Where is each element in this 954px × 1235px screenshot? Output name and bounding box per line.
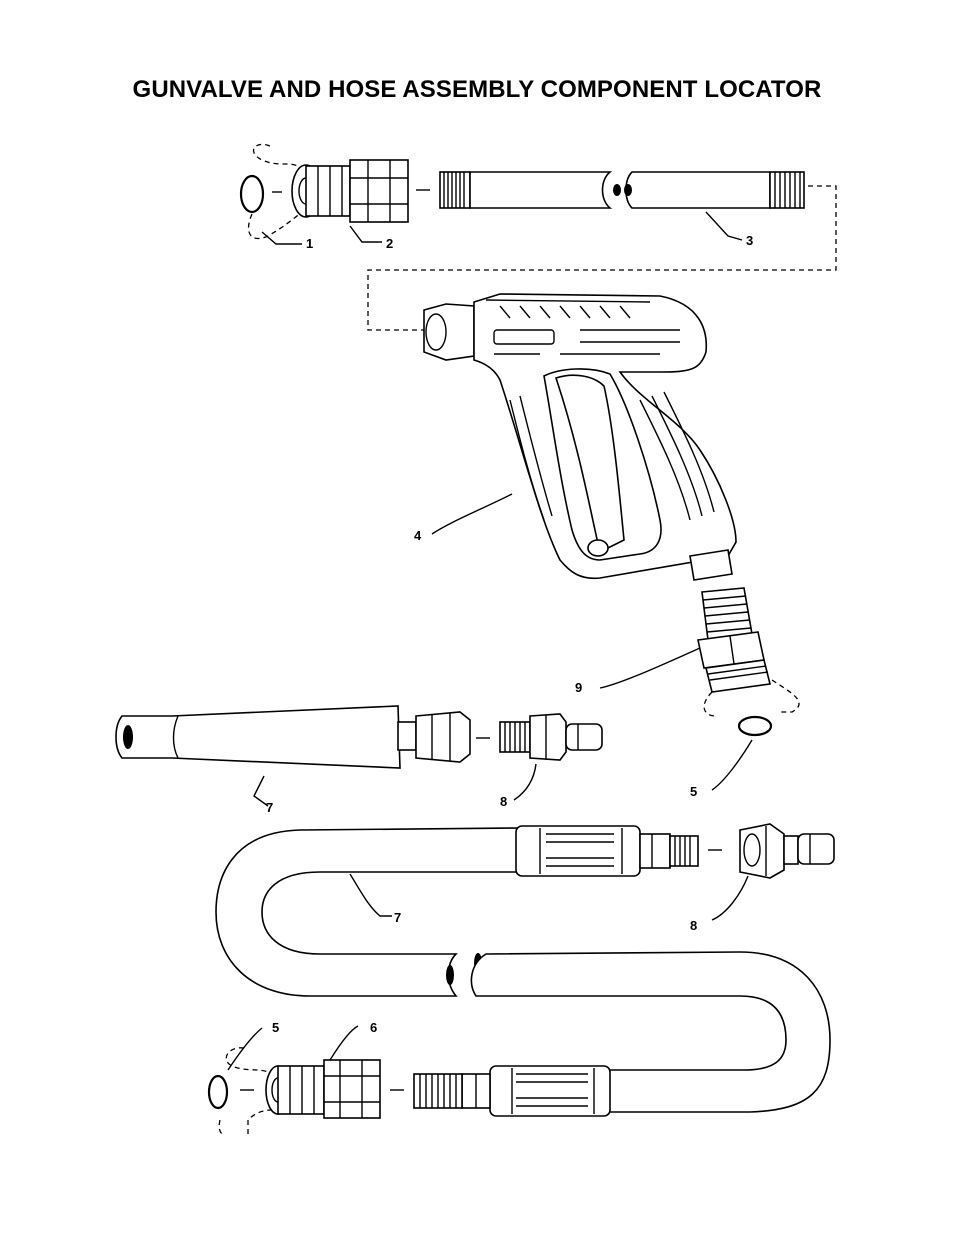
o-ring-5-upper: [737, 715, 773, 737]
o-ring-5-lower: [207, 1074, 229, 1110]
callout-7-upper: 7: [266, 800, 273, 815]
o-ring-1: [239, 174, 265, 214]
callout-5-lower: 5: [272, 1020, 279, 1035]
quick-coupler-2: [291, 159, 409, 223]
callout-3: 3: [746, 233, 753, 248]
callout-2: 2: [386, 236, 393, 251]
callout-6: 6: [370, 1020, 377, 1035]
callout-9: 9: [575, 680, 582, 695]
callout-7-lower: 7: [394, 910, 401, 925]
dashed-connector-hose-to-gun: [367, 185, 837, 331]
callout-8-lower: 8: [690, 918, 697, 933]
adapter-nipple-9: [697, 587, 771, 693]
lance-wand-7: [115, 705, 471, 769]
spray-gun-4: [423, 293, 737, 581]
nipple-8-upper: [499, 713, 603, 761]
quick-coupler-6: [265, 1059, 381, 1119]
callout-1: 1: [306, 236, 313, 251]
dashed-guide-bottom-1: [247, 211, 303, 240]
diagram-title: GUNVALVE AND HOSE ASSEMBLY COMPONENT LOC…: [132, 76, 822, 103]
hose-7-lower: [215, 825, 831, 1117]
callout-8-upper: 8: [500, 794, 507, 809]
hose-3: [439, 171, 805, 209]
dashed-guide-top-1: [252, 143, 301, 169]
callout-5-upper: 5: [690, 784, 697, 799]
callout-4: 4: [414, 528, 422, 543]
nipple-8-lower: [739, 823, 835, 879]
